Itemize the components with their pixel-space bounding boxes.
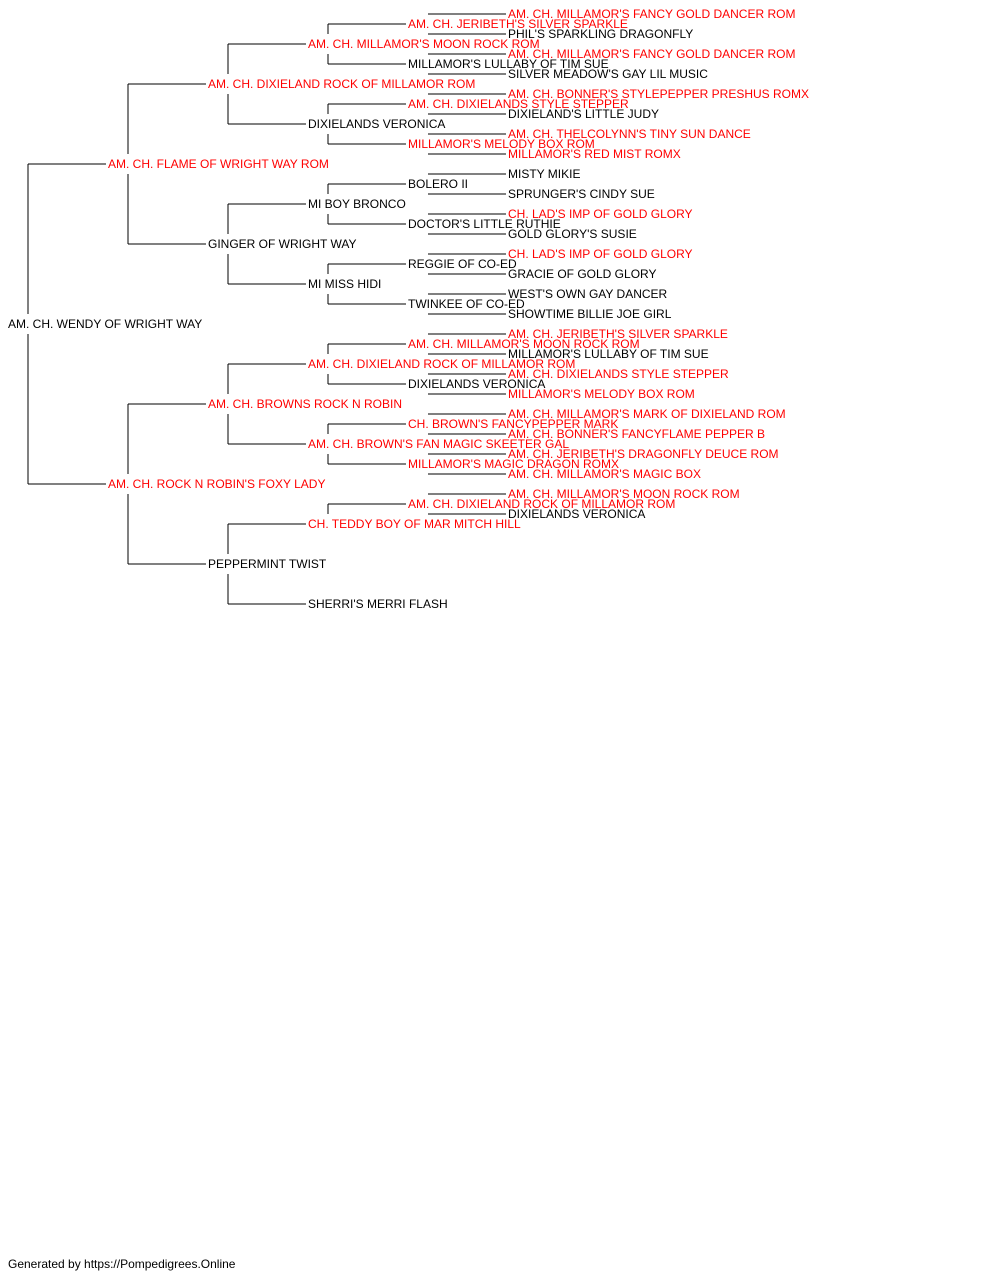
pedigree-entry-sire-dam-dam-sire-dam: GRACIE OF GOLD GLORY xyxy=(508,267,656,281)
pedigree-entry-dam-sire-sire-dam: DIXIELANDS VERONICA xyxy=(408,377,545,391)
pedigree-entry-sire-sire-dam-sire: AM. CH. DIXIELANDS STYLE STEPPER xyxy=(408,97,629,111)
pedigree-entry-dam-dam-dam: SHERRI'S MERRI FLASH xyxy=(308,597,448,611)
pedigree-entry-sire-sire-sire-sire: AM. CH. JERIBETH'S SILVER SPARKLE xyxy=(408,17,628,31)
pedigree-entry-sire-dam-sire-dam-dam: GOLD GLORY'S SUSIE xyxy=(508,227,637,241)
pedigree-entry-dam-sire-dam-sire: CH. BROWN'S FANCYPEPPER MARK xyxy=(408,417,618,431)
pedigree-entry-dam-sire-sire-sire-dam: MILLAMOR'S LULLABY OF TIM SUE xyxy=(508,347,709,361)
pedigree-entry-sire-dam-dam-dam-sire: WEST'S OWN GAY DANCER xyxy=(508,287,668,301)
pedigree-entry-sire-sire-dam-sire-dam: DIXIELAND'S LITTLE JUDY xyxy=(508,107,659,121)
pedigree-entry-sire-sire-sire-sire-sire: AM. CH. MILLAMOR'S FANCY GOLD DANCER ROM xyxy=(508,7,795,21)
pedigree-entry-sire-sire-dam-dam-sire: AM. CH. THELCOLYNN'S TINY SUN DANCE xyxy=(508,127,751,141)
pedigree-entry-dam-sire-dam: AM. CH. BROWN'S FAN MAGIC SKEETER GAL xyxy=(308,437,569,451)
pedigree-entry-sire: AM. CH. FLAME OF WRIGHT WAY ROM xyxy=(108,157,329,171)
pedigree-entry-dam: AM. CH. ROCK N ROBIN'S FOXY LADY xyxy=(108,477,325,491)
pedigree-entry-sire-sire: AM. CH. DIXIELAND ROCK OF MILLAMOR ROM xyxy=(208,77,475,91)
pedigree-entry-dam-sire-sire-dam-sire: AM. CH. DIXIELANDS STYLE STEPPER xyxy=(508,367,729,381)
pedigree-entry-sire-sire-sire-dam: MILLAMOR'S LULLABY OF TIM SUE xyxy=(408,57,609,71)
pedigree-entry-dam-sire-dam-sire-dam: AM. CH. BONNER'S FANCYFLAME PEPPER B xyxy=(508,427,765,441)
pedigree-entry-sire-dam-sire-dam-sire: CH. LAD'S IMP OF GOLD GLORY xyxy=(508,207,693,221)
pedigree-entry-dam-dam: PEPPERMINT TWIST xyxy=(208,557,327,571)
pedigree-entry-sire-sire-dam-dam: MILLAMOR'S MELODY BOX ROM xyxy=(408,137,595,151)
pedigree-entry-sire-dam-dam-sire-sire: CH. LAD'S IMP OF GOLD GLORY xyxy=(508,247,693,261)
pedigree-entry-sire-dam-sire: MI BOY BRONCO xyxy=(308,197,406,211)
pedigree-entry-dam-sire-dam-sire-sire: AM. CH. MILLAMOR'S MARK OF DIXIELAND ROM xyxy=(508,407,786,421)
pedigree-entry-sire-dam-sire-dam: DOCTOR'S LITTLE RUTHIE xyxy=(408,217,561,231)
footer-credit: Generated by https://Pompedigrees.Online xyxy=(8,1257,236,1271)
pedigree-entry-sire-dam-sire-sire-dam: SPRUNGER'S CINDY SUE xyxy=(508,187,655,201)
pedigree-entry-dam-dam-sire-sire: AM. CH. DIXIELAND ROCK OF MILLAMOR ROM xyxy=(408,497,675,511)
pedigree-entry-sire-dam-dam-sire: REGGIE OF CO-ED xyxy=(408,257,517,271)
pedigree-entry-sire-sire-dam-dam-dam: MILLAMOR'S RED MIST ROMX xyxy=(508,147,681,161)
pedigree-entry-dam-sire-dam-dam: MILLAMOR'S MAGIC DRAGON ROMX xyxy=(408,457,619,471)
pedigree-entry-sire-sire-sire-sire-dam: PHIL'S SPARKLING DRAGONFLY xyxy=(508,27,693,41)
pedigree-entry-dam-dam-sire-sire-dam: DIXIELANDS VERONICA xyxy=(508,507,645,521)
pedigree-entry-sire-dam-dam-dam-dam: SHOWTIME BILLIE JOE GIRL xyxy=(508,307,672,321)
pedigree-entry-sire-sire-dam: DIXIELANDS VERONICA xyxy=(308,117,445,131)
pedigree-entry-dam-sire: AM. CH. BROWNS ROCK N ROBIN xyxy=(208,397,402,411)
pedigree-entry-dam-sire-sire-sire-sire: AM. CH. JERIBETH'S SILVER SPARKLE xyxy=(508,327,728,341)
pedigree-entry-sire-dam: GINGER OF WRIGHT WAY xyxy=(208,237,356,251)
pedigree-entry-dam-sire-sire: AM. CH. DIXIELAND ROCK OF MILLAMOR ROM xyxy=(308,357,575,371)
pedigree-entry-sire-sire-sire-dam-sire: AM. CH. MILLAMOR'S FANCY GOLD DANCER ROM xyxy=(508,47,795,61)
pedigree-entry-dam-dam-sire: CH. TEDDY BOY OF MAR MITCH HILL xyxy=(308,517,521,531)
pedigree-entry-sire-dam-sire-sire-sire: MISTY MIKIE xyxy=(508,167,580,181)
pedigree-entry-subject: AM. CH. WENDY OF WRIGHT WAY xyxy=(8,317,202,331)
pedigree-entry-sire-dam-sire-sire: BOLERO II xyxy=(408,177,468,191)
pedigree-entry-sire-sire-dam-sire-sire: AM. CH. BONNER'S STYLEPEPPER PRESHUS ROM… xyxy=(508,87,809,101)
pedigree-entry-sire-dam-dam: MI MISS HIDI xyxy=(308,277,381,291)
pedigree-entry-dam-sire-dam-dam-sire: AM. CH. JERIBETH'S DRAGONFLY DEUCE ROM xyxy=(508,447,779,461)
pedigree-entry-dam-sire-sire-sire: AM. CH. MILLAMOR'S MOON ROCK ROM xyxy=(408,337,640,351)
pedigree-entry-sire-sire-sire-dam-dam: SILVER MEADOW'S GAY LIL MUSIC xyxy=(508,67,708,81)
pedigree-entry-dam-dam-sire-sire-sire: AM. CH. MILLAMOR'S MOON ROCK ROM xyxy=(508,487,740,501)
pedigree-entry-sire-sire-sire: AM. CH. MILLAMOR'S MOON ROCK ROM xyxy=(308,37,540,51)
pedigree-entry-sire-dam-dam-dam: TWINKEE OF CO-ED xyxy=(408,297,525,311)
pedigree-entry-dam-sire-sire-dam-dam: MILLAMOR'S MELODY BOX ROM xyxy=(508,387,695,401)
pedigree-entry-dam-sire-dam-dam-dam: AM. CH. MILLAMOR'S MAGIC BOX xyxy=(508,467,701,481)
